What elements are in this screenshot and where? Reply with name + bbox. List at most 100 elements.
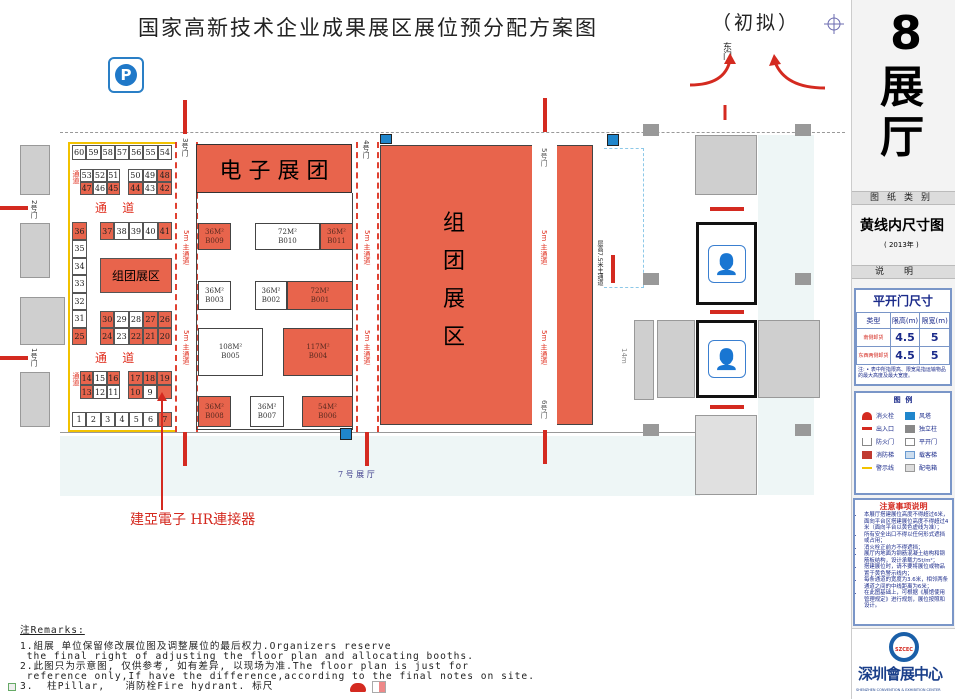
booth-34[interactable]: 34 [72,257,87,275]
booth-14[interactable]: 14 [80,371,94,385]
drawing-type: 黄线内尺寸图 [860,218,944,234]
booth-49[interactable]: 49 [142,169,158,182]
booth-53[interactable]: 53 [80,169,94,182]
booth-19[interactable]: 19 [157,371,173,385]
booth-48[interactable]: 48 [157,169,173,182]
legend-fire-door: 防火门 [862,435,901,448]
booth-16[interactable]: 16 [106,371,120,385]
booth-27[interactable]: 27 [143,311,158,328]
wind-tower-icon [607,134,619,146]
booth-36[interactable]: 36 [72,222,87,240]
fire-stair-block [634,320,654,400]
booth-57[interactable]: 57 [114,145,130,160]
note-item: 本展厅搭建展位高度不得超过6米，面向平台区搭建展位高度不得超过4米（面向平台以黄… [864,512,950,532]
booth-42[interactable]: 42 [157,182,173,195]
booth-26[interactable]: 26 [157,311,173,328]
booth-55[interactable]: 55 [143,145,158,160]
booth-5[interactable]: 5 [129,412,144,427]
booth-2[interactable]: 2 [86,412,101,427]
booth-32[interactable]: 32 [72,292,87,310]
booth-7[interactable]: 7 [157,412,172,427]
booth-9[interactable]: 9 [142,385,158,399]
hall-number: 8 [890,6,923,60]
booth-11[interactable]: 11 [106,385,120,399]
booth-56[interactable]: 56 [129,145,144,160]
fire-hydrant-icon [350,683,366,692]
booth-43[interactable]: 43 [142,182,158,195]
aisle-label: 通 道 [95,351,135,365]
booth-6[interactable]: 6 [143,412,158,427]
logo-emblem: SZCEC [889,632,919,662]
pillar-legend-icon [8,683,16,691]
width-limit: 5 [919,328,950,347]
booth-23[interactable]: 23 [114,328,129,345]
booth-60[interactable]: 60 [72,145,87,160]
east-gate-arrows-icon [689,53,826,120]
aisle-label: 5m 主通道 [363,230,371,265]
booth-33[interactable]: 33 [72,275,87,293]
booth-1[interactable]: 1 [72,412,87,427]
exhibitor-annotation: 建亞電子 HR連接器 [130,512,256,528]
room [20,297,65,345]
booth-54[interactable]: 54 [157,145,172,160]
booth-3[interactable]: 3 [100,412,115,427]
booth-15[interactable]: 15 [93,371,107,385]
door-type: 东西两侧卸货 [856,346,891,365]
booth-28[interactable]: 28 [128,311,144,328]
booth-38[interactable]: 38 [114,222,129,240]
booth-22[interactable]: 22 [128,328,144,345]
door-4-label: 4号门 [362,140,370,159]
door-3-label: 3号门 [181,138,189,157]
pointer-arrowhead-icon [157,392,167,401]
drawing-category-bar: 图纸类别 [852,191,955,205]
booth-17[interactable]: 17 [128,371,143,385]
booth-44[interactable]: 44 [128,182,143,195]
booth-45[interactable]: 45 [106,182,120,195]
booth-46[interactable]: 46 [93,182,107,195]
booth-4[interactable]: 4 [114,412,130,427]
entrance-arrow-icon [183,100,187,134]
notes-title: 注意事项说明 [879,502,928,511]
explanation-bar: 说明 [852,265,955,279]
booth-20[interactable]: 20 [157,328,173,345]
booth-52[interactable]: 52 [93,169,107,182]
booth-13[interactable]: 13 [80,385,94,399]
booth-12[interactable]: 12 [93,385,107,399]
legend-warning-line: 警示线 [862,461,901,474]
booth-31[interactable]: 31 [72,310,87,328]
booth-29[interactable]: 29 [114,311,129,328]
booth-51[interactable]: 51 [106,169,120,182]
booth-47[interactable]: 47 [80,182,94,195]
booth-30[interactable]: 30 [100,311,115,328]
booth-39[interactable]: 39 [128,222,144,240]
booth-50[interactable]: 50 [128,169,143,182]
booth-40[interactable]: 40 [143,222,158,240]
booth-21[interactable]: 21 [143,328,158,345]
booth-41[interactable]: 41 [157,222,173,240]
wind-tower-icon [380,134,392,144]
booth-25[interactable]: 25 [72,327,87,345]
freight-elevator-1: 👤 [696,222,757,305]
booth-18[interactable]: 18 [142,371,158,385]
booth-24[interactable]: 24 [100,328,115,345]
booth-37[interactable]: 37 [100,222,115,240]
col-header: 限高(m) [889,312,921,329]
parking-icon: P [108,57,144,93]
booth-10[interactable]: 10 [128,385,143,399]
booth-35[interactable]: 35 [72,240,87,258]
booth-58[interactable]: 58 [100,145,115,160]
booth-59[interactable]: 59 [86,145,101,160]
